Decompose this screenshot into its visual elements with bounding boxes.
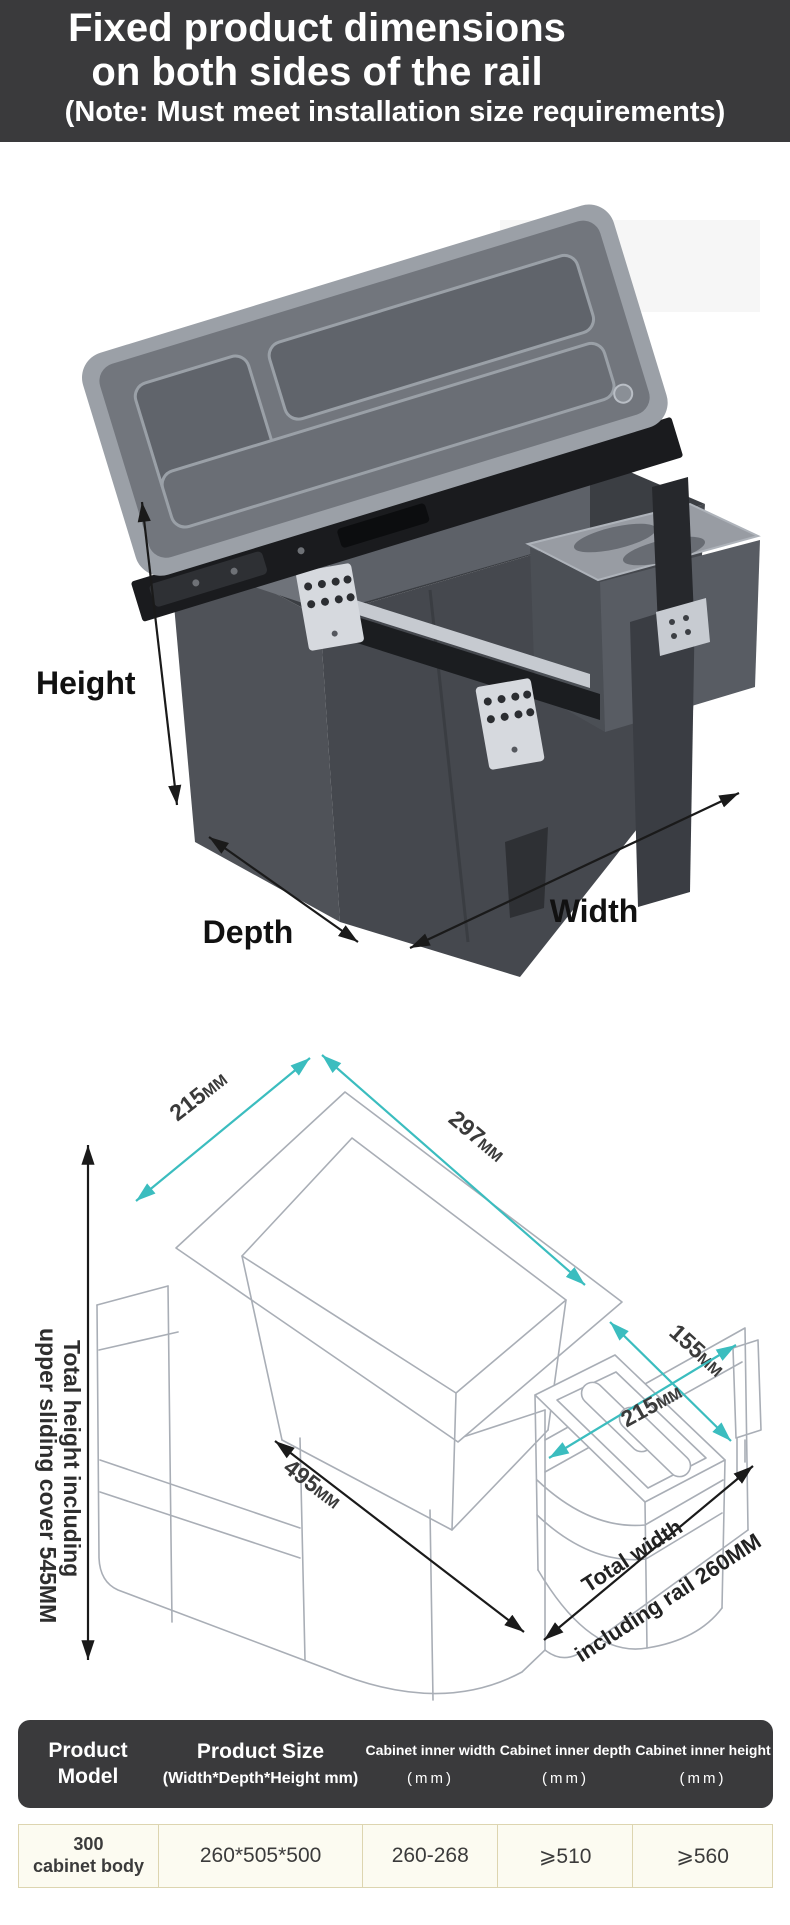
page-title-line1: Fixed product dimensions [68, 6, 566, 50]
cell-value: 260*505*500 [199, 1844, 322, 1867]
depth-label: Depth [203, 914, 294, 950]
total-height-label-line2: upper sliding cover 545MM [35, 1328, 61, 1623]
width-label: Width [550, 893, 639, 929]
clip-hole [669, 619, 675, 625]
clip-hole [685, 629, 691, 635]
trash-bin-photo-illustration: Height Depth Width [36, 204, 761, 977]
small-bin-lid [525, 502, 761, 582]
perforated-plate-1 [296, 563, 364, 651]
rail-rivet [192, 579, 200, 587]
cover-depth-arrow [321, 1054, 586, 1286]
rail-rivet [230, 567, 238, 575]
cover-depth-dim: 297MM [444, 1105, 511, 1167]
lid-slot-1 [574, 523, 656, 553]
col-header-line: Cabinet inner depth [499, 1741, 632, 1758]
cell-product-model: 300 cabinet body [18, 1824, 159, 1888]
top-banner: Fixed product dimensions on both sides o… [0, 0, 790, 142]
wireframe-dimension-diagram: 215MM 297MM 155MM 215MM 495MM Total widt… [35, 1054, 765, 1701]
cover-width-arrow [135, 1057, 311, 1202]
right-clip-plate [656, 598, 710, 656]
body-depth-arrow [274, 1440, 525, 1633]
slide-bar-black [335, 610, 600, 720]
clip-hole [683, 615, 689, 621]
col-header-line: (mm) [407, 1769, 454, 1787]
product-photo-section: Height Depth Width [0, 142, 790, 1010]
slide-bar-silver [330, 592, 590, 688]
spec-table-header: Product Model Product Size (Width*Depth*… [18, 1720, 773, 1808]
height-label: Height [36, 665, 136, 701]
dimension-diagram-section: 215MM 297MM 155MM 215MM 495MM Total widt… [0, 1010, 790, 1710]
col-header-cabinet-inner-width: Cabinet inner width (mm) [363, 1720, 498, 1808]
col-header-line: (mm) [679, 1769, 727, 1787]
col-header-line: Cabinet inner height [635, 1741, 771, 1758]
total-width-arrow [543, 1465, 754, 1641]
col-header-cabinet-inner-height: Cabinet inner height (mm) [633, 1720, 773, 1808]
body-depth-dim: 495MM [279, 1454, 347, 1514]
rail-detail [337, 503, 430, 548]
col-header-line: Model [57, 1765, 119, 1788]
cell-inner-height: ⩾560 [632, 1824, 773, 1888]
cell-value: ⩾560 [676, 1844, 729, 1868]
small-lid-width-dim: 155MM [664, 1319, 730, 1382]
cell-product-size: 260*505*500 [157, 1824, 364, 1888]
cell-value: 260-268 [391, 1844, 469, 1867]
cover-width-dim: 215MM [164, 1065, 231, 1126]
spec-table: Product Model Product Size (Width*Depth*… [18, 1720, 773, 1888]
col-header-line: Cabinet inner width [365, 1741, 496, 1758]
cell-value: ⩾510 [538, 1844, 592, 1868]
page-title: Fixed product dimensions on both sides o… [0, 0, 712, 94]
sliding-cover-assembly [82, 204, 683, 622]
rail-rivet [297, 547, 305, 555]
total-width-label-line2: including rail 260MM [570, 1528, 765, 1667]
width-arrow [409, 792, 740, 949]
bin-foot [505, 827, 548, 918]
perforated-plate-2 [475, 678, 545, 770]
col-header-line: Product Size [196, 1740, 325, 1763]
bin-left-face [168, 537, 340, 922]
cell-line: 300 [73, 1834, 104, 1855]
spec-table-row: 300 cabinet body 260*505*500 260-268 ⩾51… [18, 1824, 773, 1888]
cover-channel-upper [267, 253, 596, 421]
installation-note: (Note: Must meet installation size requi… [64, 96, 726, 128]
cell-inner-depth: ⩾510 [497, 1824, 634, 1888]
right-rail [652, 477, 694, 627]
cell-inner-width: 260-268 [362, 1824, 499, 1888]
cover-screw [613, 383, 634, 404]
col-header-cabinet-inner-depth: Cabinet inner depth (mm) [498, 1720, 633, 1808]
page-title-line2: on both sides of the rail [91, 50, 543, 94]
col-header-product-size: Product Size (Width*Depth*Height mm) [158, 1720, 363, 1808]
col-header-product-model: Product Model [18, 1720, 158, 1808]
col-header-line: (mm) [542, 1769, 589, 1787]
total-height-label-line1: Total height including [59, 1340, 85, 1577]
col-header-line: (Width*Depth*Height mm) [162, 1770, 359, 1787]
col-header-line: Product [48, 1738, 128, 1762]
clip-hole [671, 633, 677, 639]
front-width-arrow [548, 1344, 737, 1459]
height-arrow [137, 501, 182, 806]
depth-arrow [208, 836, 359, 943]
cell-line: cabinet body [32, 1856, 144, 1876]
